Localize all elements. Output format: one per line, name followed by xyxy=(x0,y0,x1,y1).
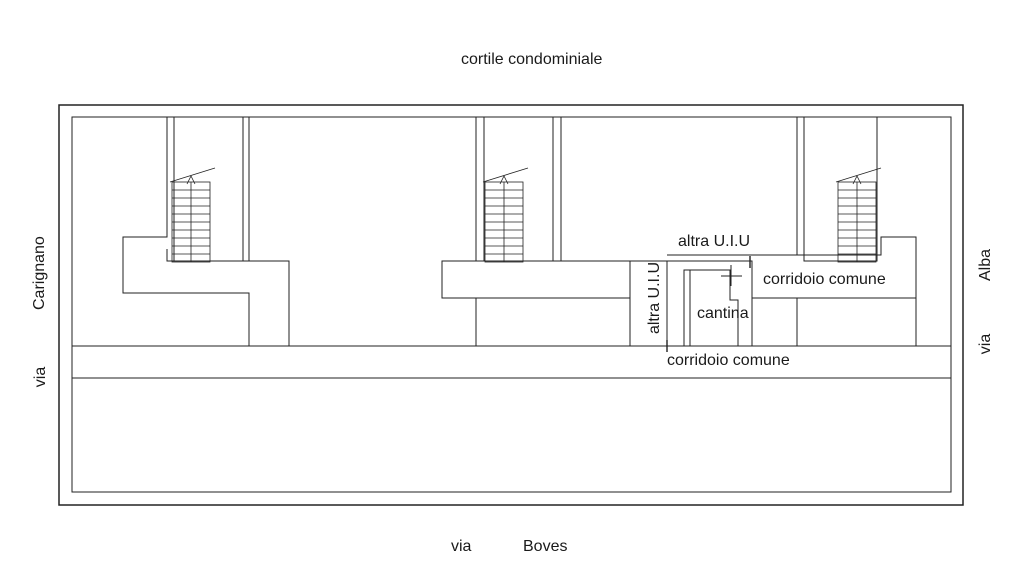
central-room-outline xyxy=(289,117,477,347)
stair-1-treads xyxy=(169,167,216,263)
stair-3-frame xyxy=(803,116,878,262)
left-room-outline xyxy=(72,116,250,346)
stair-2-treads xyxy=(482,167,529,263)
right-street-name: Alba xyxy=(977,248,994,282)
left-street-name: Carignano xyxy=(31,236,48,310)
other-unit-top-label: altra U.I.U xyxy=(678,233,751,250)
right-corridor xyxy=(751,236,917,299)
cellar-outline xyxy=(667,260,753,347)
outer-wall xyxy=(58,104,964,506)
stair-2-frame xyxy=(483,116,554,262)
cellar-label: cantina xyxy=(697,305,749,322)
stair-1-frame xyxy=(173,116,244,262)
other-unit-side-label: altra U.I.U xyxy=(646,262,663,335)
middle-corridor xyxy=(476,260,631,346)
left-corridor xyxy=(166,117,250,262)
bottom-street-name: Boves xyxy=(523,538,568,555)
right-middle-room-b xyxy=(561,116,798,256)
courtyard-label: cortile condominiale xyxy=(461,51,603,68)
left-street-prefix: via xyxy=(32,366,49,388)
right-street-prefix: via xyxy=(977,333,994,355)
left-corridor-2 xyxy=(249,260,290,346)
common-corridor-bottom-label: corridoio comune xyxy=(667,352,790,369)
other-unit-side xyxy=(629,260,668,347)
stair-3-treads xyxy=(835,167,882,263)
bottom-street-prefix: via xyxy=(451,538,472,555)
common-corridor-right-label: corridoio comune xyxy=(763,271,886,288)
